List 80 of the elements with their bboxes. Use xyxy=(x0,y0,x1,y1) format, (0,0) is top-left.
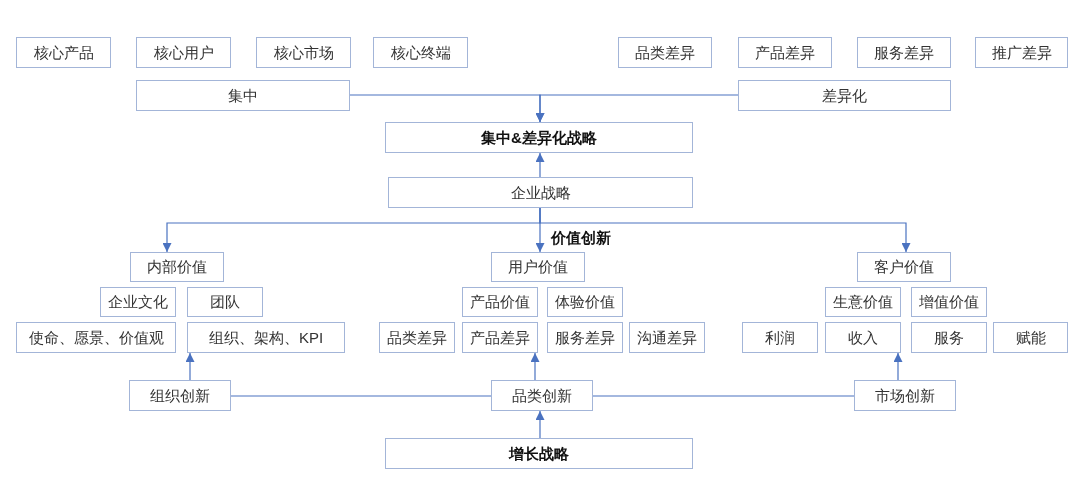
process-box xyxy=(187,322,345,353)
process-box xyxy=(857,252,951,282)
arrow xyxy=(539,207,911,253)
arrow xyxy=(535,152,545,178)
node-label: 生意价值 xyxy=(833,293,893,311)
arrow xyxy=(530,352,540,381)
node-label: 产品价值 xyxy=(470,293,530,311)
node-label: 增长战略 xyxy=(509,444,569,463)
node-label: 推广差异 xyxy=(991,43,1052,62)
process-box xyxy=(379,322,455,353)
node-label: 核心产品 xyxy=(33,43,94,62)
node-label: 组织创新 xyxy=(150,386,210,405)
process-box xyxy=(491,252,585,282)
process-box xyxy=(136,37,231,68)
node-label: 核心市场 xyxy=(273,43,334,62)
connector-line xyxy=(230,395,492,397)
process-box xyxy=(547,287,623,317)
process-box xyxy=(911,287,987,317)
process-box xyxy=(462,322,538,353)
node-label: 服务差异 xyxy=(874,43,934,62)
node-label: 组织、架构、KPI xyxy=(208,328,324,347)
process-box xyxy=(854,380,956,411)
process-box xyxy=(629,322,705,353)
process-box xyxy=(385,122,693,153)
process-box xyxy=(385,438,693,469)
node-label: 赋能 xyxy=(1015,328,1046,347)
arrow xyxy=(535,94,739,123)
node-label: 市场创新 xyxy=(875,386,935,405)
process-box xyxy=(388,177,693,208)
edge-label: 价值创新 xyxy=(549,229,613,248)
process-box xyxy=(129,380,231,411)
node-label: 品类创新 xyxy=(512,386,572,405)
process-box xyxy=(16,37,111,68)
process-box xyxy=(975,37,1068,68)
process-box xyxy=(993,322,1068,353)
connector-line xyxy=(592,395,855,397)
process-box xyxy=(825,287,901,317)
node-label: 服务 xyxy=(934,328,964,347)
process-box xyxy=(100,287,176,317)
node-label: 企业文化 xyxy=(108,293,168,311)
process-box xyxy=(491,380,593,411)
node-label: 用户价值 xyxy=(508,258,568,276)
process-box xyxy=(462,287,538,317)
arrow xyxy=(185,352,195,381)
process-box xyxy=(825,322,901,353)
node-label: 团队 xyxy=(210,293,240,311)
node-label: 内部价值 xyxy=(147,258,207,276)
node-label: 服务差异 xyxy=(555,328,615,347)
process-box xyxy=(738,80,951,111)
process-box xyxy=(857,37,951,68)
node-label: 集中&差异化战略 xyxy=(481,128,597,147)
process-box xyxy=(547,322,623,353)
node-label: 集中 xyxy=(228,86,258,105)
node-label: 产品差异 xyxy=(755,43,815,62)
node-label: 核心终端 xyxy=(390,43,451,62)
node-label: 利润 xyxy=(765,328,795,347)
node-label: 品类差异 xyxy=(635,43,695,62)
node-label: 核心用户 xyxy=(153,43,214,62)
process-box xyxy=(187,287,263,317)
process-box xyxy=(256,37,351,68)
process-box xyxy=(373,37,468,68)
node-label: 客户价值 xyxy=(874,258,934,276)
process-box xyxy=(742,322,818,353)
node-label: 企业战略 xyxy=(510,183,571,202)
process-box xyxy=(911,322,987,353)
node-label: 增值价值 xyxy=(919,293,979,311)
node-label: 沟通差异 xyxy=(637,328,697,347)
process-box xyxy=(16,322,176,353)
node-label: 体验价值 xyxy=(555,293,615,311)
process-box xyxy=(130,252,224,282)
node-label: 品类差异 xyxy=(387,328,447,347)
process-box xyxy=(738,37,832,68)
process-box xyxy=(618,37,712,68)
node-label: 使命、愿景、价值观 xyxy=(28,328,164,347)
node-label: 产品差异 xyxy=(470,328,530,347)
node-label: 收入 xyxy=(848,328,878,347)
node-label: 差异化 xyxy=(822,86,867,105)
arrow xyxy=(893,352,903,381)
arrow xyxy=(535,410,545,439)
process-box xyxy=(136,80,350,111)
